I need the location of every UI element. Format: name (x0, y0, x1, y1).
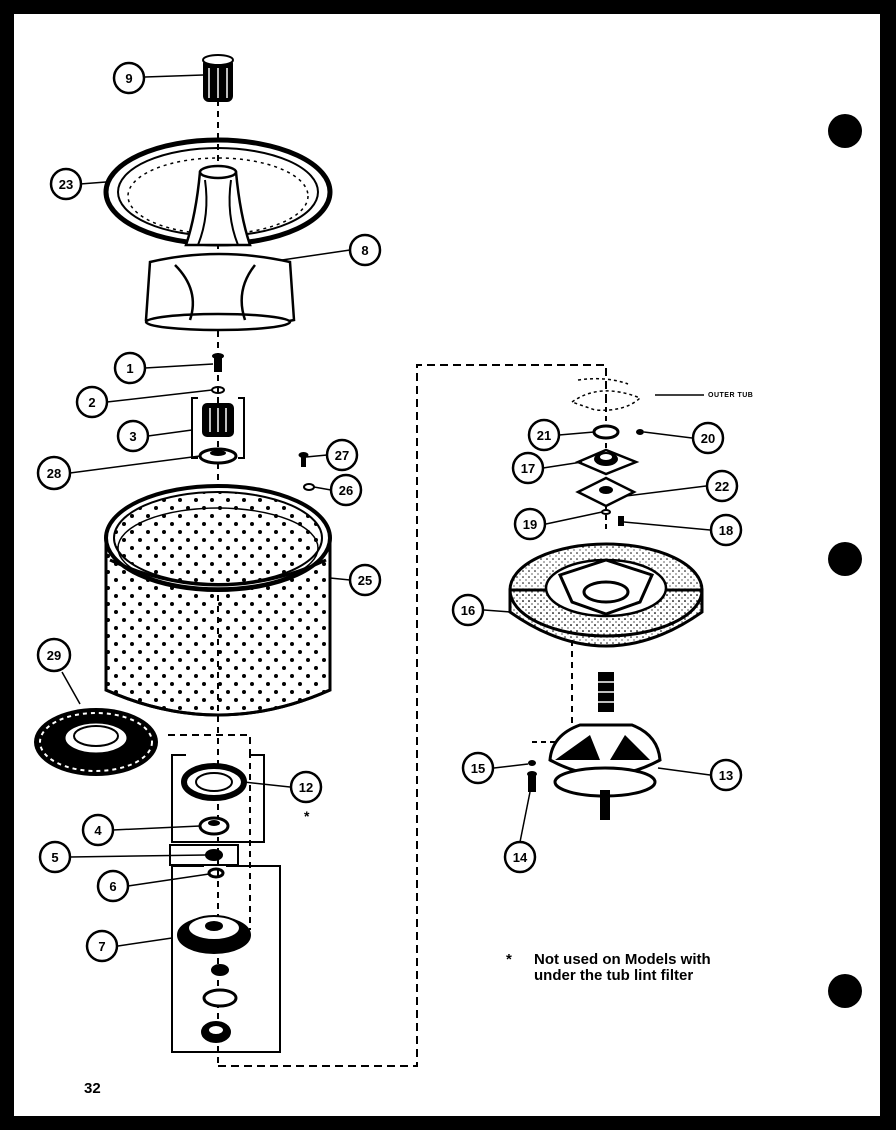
svg-text:23: 23 (59, 177, 73, 192)
part-25-basket (104, 484, 332, 717)
part-14-bolt (527, 771, 537, 792)
footnote-line-1: Not used on Models with (534, 951, 711, 968)
part-15-washer (528, 760, 536, 766)
dashed-assembly-lines (168, 100, 607, 1067)
callout-12: 12 (289, 770, 323, 804)
callouts: 9 23 8 1 2 3 28 27 26 25 29 12 4 5 6 7 2… (36, 61, 743, 963)
callout-16: 16 (451, 593, 485, 627)
callout-25: 25 (348, 563, 382, 597)
part-1-bolt (212, 353, 224, 372)
svg-text:1: 1 (126, 361, 133, 376)
callout-29: 29 (36, 637, 72, 673)
callout-14: 14 (503, 840, 537, 874)
part-6-spacer (207, 867, 225, 879)
svg-text:15: 15 (471, 761, 485, 776)
part-17-mount (574, 448, 640, 476)
svg-text:2: 2 (88, 395, 95, 410)
svg-text:9: 9 (125, 71, 132, 86)
binder-hole-bottom (828, 974, 862, 1008)
callout-20: 20 (691, 421, 725, 455)
svg-text:28: 28 (47, 466, 61, 481)
part-26-washer (303, 483, 315, 491)
part-4-bearing (198, 816, 230, 836)
footnote-mark: * (506, 951, 512, 968)
callout-8: 8 (348, 233, 382, 267)
callout-3: 3 (116, 419, 150, 453)
part-8-agitator-cone (144, 252, 296, 332)
footnote-line-2: under the tub lint filter (534, 967, 694, 984)
callout-7: 7 (85, 929, 119, 963)
part-29-lint-filter (34, 708, 158, 776)
svg-text:3: 3 (129, 429, 136, 444)
callout-6: 6 (96, 869, 130, 903)
outer-tub-label: OUTER TUB (708, 392, 754, 399)
svg-text:7: 7 (98, 939, 105, 954)
part-13-transmission (548, 672, 662, 820)
callout-leaders (61, 74, 711, 947)
part-22-plate (575, 476, 637, 508)
svg-text:16: 16 (461, 603, 475, 618)
svg-text:25: 25 (358, 573, 372, 588)
callout-4: 4 (81, 813, 115, 847)
callout-15: 15 (461, 751, 495, 785)
callout-27: 27 (325, 438, 359, 472)
svg-text:22: 22 (715, 479, 729, 494)
part-20-screw (636, 429, 644, 435)
outer-tub-fragment (570, 377, 642, 411)
part-12-frame (171, 754, 265, 843)
svg-text:6: 6 (109, 879, 116, 894)
part-9-cap (202, 54, 234, 102)
footnote-text: Not used on Models with under the tub li… (534, 952, 711, 984)
part-12-note-mark: * (304, 808, 310, 824)
callout-28: 28 (36, 455, 72, 491)
svg-text:12: 12 (299, 780, 313, 795)
svg-text:19: 19 (523, 517, 537, 532)
part-19-washer (601, 509, 611, 515)
svg-text:4: 4 (94, 823, 102, 838)
binder-hole-middle (828, 542, 862, 576)
page-number: 32 (84, 1080, 101, 1097)
svg-text:20: 20 (701, 431, 715, 446)
callout-17: 17 (511, 451, 545, 485)
callout-1: 1 (113, 351, 147, 385)
part-21-seal (592, 424, 620, 440)
callout-18: 18 (709, 513, 743, 547)
svg-text:17: 17 (521, 461, 535, 476)
svg-text:14: 14 (513, 850, 528, 865)
part-28-seal (198, 447, 238, 465)
callout-2: 2 (75, 385, 109, 419)
callout-23: 23 (49, 167, 83, 201)
callout-19: 19 (513, 507, 547, 541)
svg-text:5: 5 (51, 850, 58, 865)
part-16-hub (508, 542, 704, 648)
part-23-ring (103, 137, 333, 247)
callout-21: 21 (527, 418, 561, 452)
callout-5: 5 (38, 840, 72, 874)
callout-13: 13 (709, 758, 743, 792)
svg-text:29: 29 (47, 648, 61, 663)
callout-26: 26 (329, 473, 363, 507)
svg-text:26: 26 (339, 483, 353, 498)
callout-9: 9 (112, 61, 146, 95)
part-3-gear-bracket (191, 397, 245, 459)
part-7-assembly (171, 865, 281, 1053)
svg-text:8: 8 (361, 243, 368, 258)
svg-text:27: 27 (335, 448, 349, 463)
svg-text:13: 13 (719, 768, 733, 783)
binder-hole-top (828, 114, 862, 148)
svg-text:18: 18 (719, 523, 733, 538)
callout-22: 22 (705, 469, 739, 503)
part-27-screw (298, 452, 309, 467)
svg-text:21: 21 (537, 428, 551, 443)
part-18-nut (618, 516, 624, 526)
